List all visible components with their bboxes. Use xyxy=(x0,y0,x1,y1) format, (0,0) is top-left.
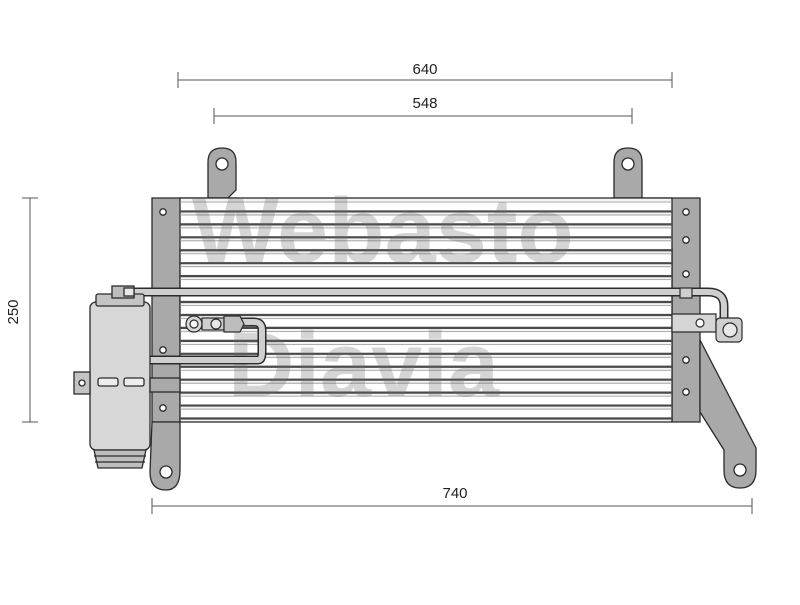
fin-band xyxy=(181,345,671,353)
condenser-core xyxy=(179,197,673,423)
dimension-top-inner xyxy=(213,108,633,124)
bottom-left-bracket xyxy=(149,421,181,491)
fin-band xyxy=(181,397,671,405)
fin-band xyxy=(181,293,671,301)
fin-band xyxy=(181,306,671,314)
fin-rows xyxy=(180,201,672,420)
dimension-label-740: 740 xyxy=(442,485,467,502)
fin-band xyxy=(181,319,671,327)
fin-band xyxy=(181,228,671,236)
fin-band xyxy=(181,267,671,275)
dimension-bottom xyxy=(151,498,753,514)
dimension-label-640: 640 xyxy=(412,61,437,78)
fin-band xyxy=(181,280,671,288)
top-left-bracket xyxy=(207,147,237,199)
fin-band xyxy=(181,410,671,417)
top-right-bracket xyxy=(613,147,643,199)
receiver-drier xyxy=(73,285,181,469)
outlet-fitting xyxy=(671,287,743,343)
bottom-right-bracket xyxy=(699,339,757,489)
fin-band xyxy=(181,371,671,379)
fin-band xyxy=(181,254,671,262)
inlet-fitting xyxy=(185,315,245,333)
watermark-line-2: Diavia xyxy=(228,314,500,416)
dimension-label-548: 548 xyxy=(412,95,437,112)
outlet-pipe xyxy=(128,287,729,322)
fin-band xyxy=(181,203,671,210)
watermark-line-1: Webasto xyxy=(192,180,574,282)
fin-band xyxy=(181,384,671,392)
fin-band xyxy=(181,241,671,249)
fin-band xyxy=(181,332,671,340)
fin-band xyxy=(181,358,671,366)
dimension-height xyxy=(22,197,38,423)
fin-band xyxy=(181,215,671,223)
dimension-label-250: 250 xyxy=(5,299,22,324)
dimension-top-outer xyxy=(177,72,673,88)
